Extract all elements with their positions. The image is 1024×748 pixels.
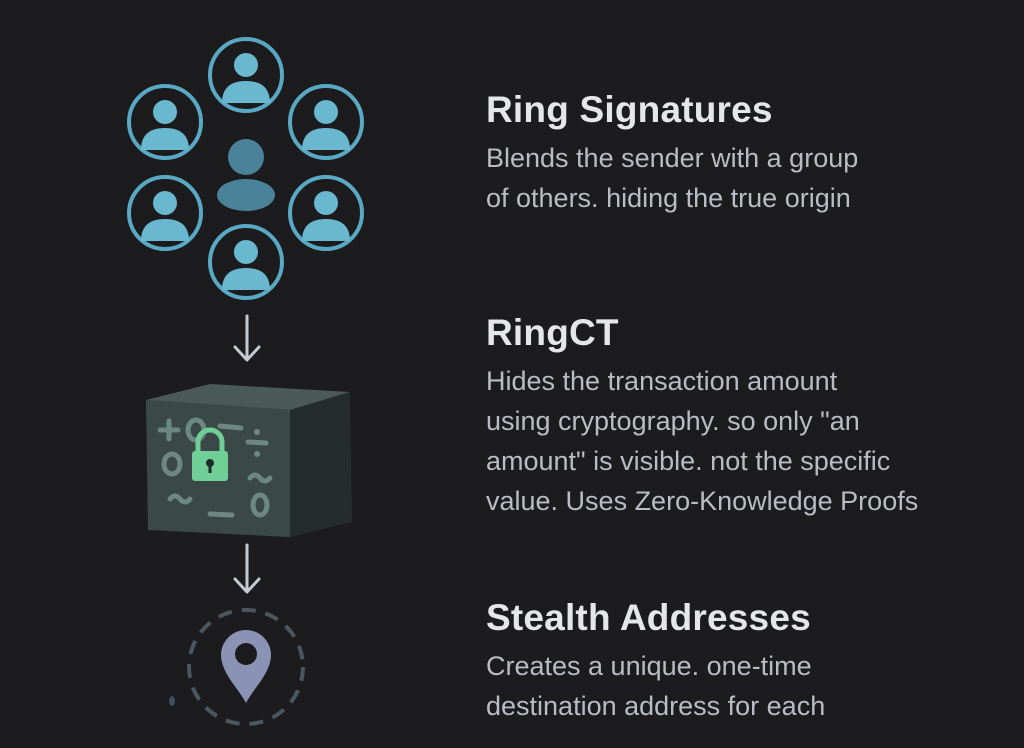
section-description: Blends the sender with a group of others… [486, 143, 859, 213]
ring-of-users-icon [120, 30, 380, 310]
location-pin-icon [160, 590, 330, 740]
locked-crypto-box-icon [140, 382, 360, 542]
section-title: Stealth Addresses [486, 597, 811, 638]
down-arrow-icon [230, 543, 264, 597]
stealth-addresses-section: Stealth Addresses Creates a unique. one-… [486, 596, 825, 726]
section-description: Creates a unique. one-time destination a… [486, 651, 826, 721]
down-arrow-icon [230, 314, 264, 364]
section-title: Ring Signatures [486, 89, 773, 130]
section-title: RingCT [486, 312, 619, 353]
section-description: Hides the transaction amount using crypt… [486, 366, 919, 516]
ringct-section: RingCT Hides the transaction amount usin… [486, 311, 918, 521]
ring-signatures-section: Ring Signatures Blends the sender with a… [486, 88, 858, 218]
